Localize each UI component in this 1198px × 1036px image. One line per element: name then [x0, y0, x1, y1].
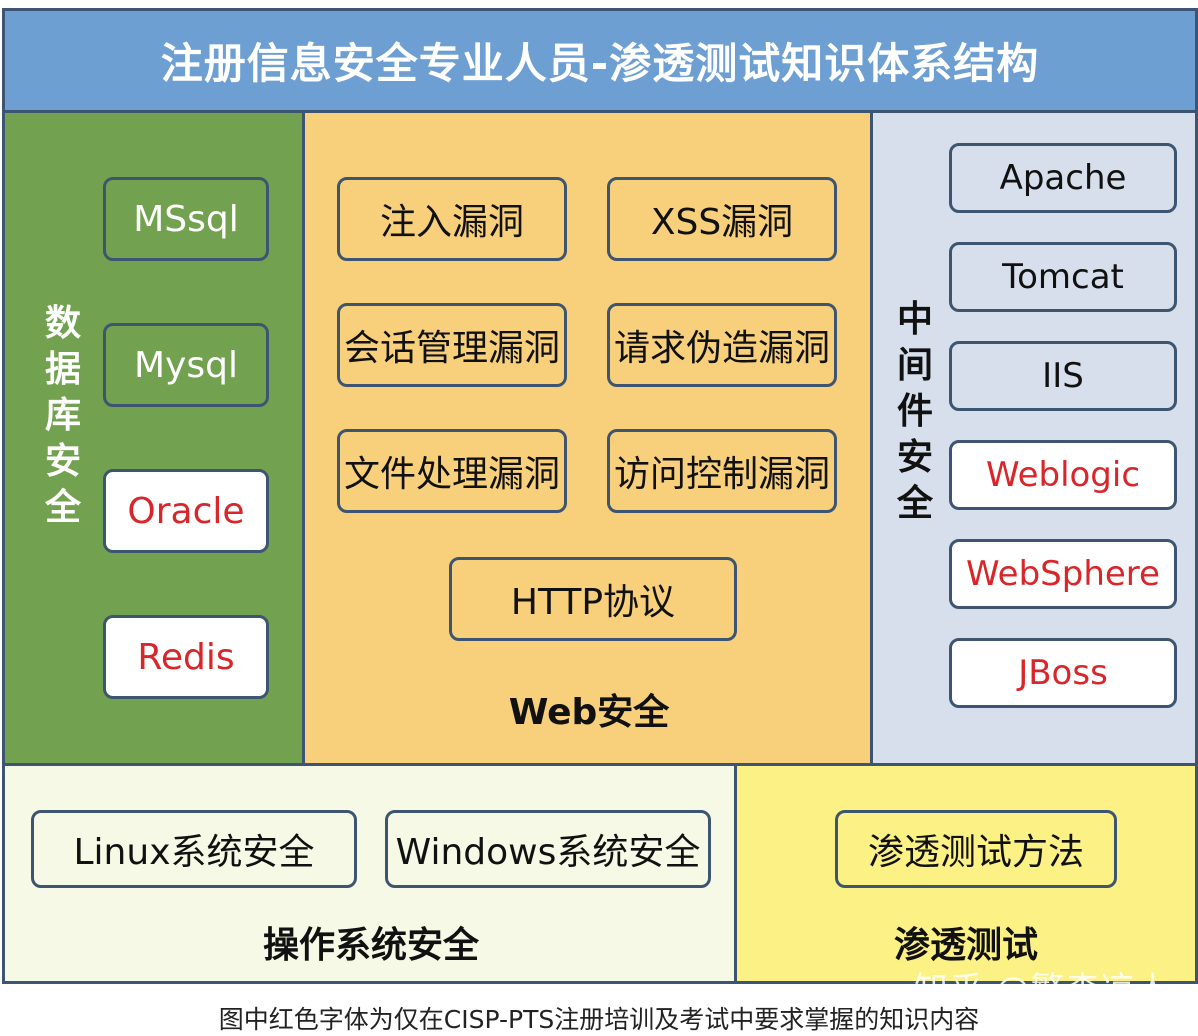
web-security-label: Web安全: [508, 692, 670, 733]
title-bar: 注册信息安全专业人员-渗透测试知识体系结构: [5, 11, 1195, 113]
middleware-item-iis: IIS: [949, 341, 1177, 411]
web-item-file: 文件处理漏洞: [337, 429, 567, 513]
middleware-item-websphere: WebSphere: [949, 539, 1177, 609]
database-security-panel: 数据库安全 MSsql Mysql Oracle Redis: [5, 113, 305, 763]
web-item-access-control: 访问控制漏洞: [607, 429, 837, 513]
web-item-http: HTTP协议: [449, 557, 737, 641]
pentest-item-method: 渗透测试方法: [835, 810, 1117, 888]
middleware-item-jboss: JBoss: [949, 638, 1177, 708]
web-item-session: 会话管理漏洞: [337, 303, 567, 387]
os-security-panel: Linux系统安全 Windows系统安全 操作系统安全: [5, 763, 737, 981]
os-item-linux: Linux系统安全: [31, 810, 357, 888]
database-security-label: 数据库安全: [44, 303, 81, 528]
web-item-xss: XSS漏洞: [607, 177, 837, 261]
database-item-redis: Redis: [103, 615, 269, 699]
middleware-security-label: 中间件安全: [896, 299, 933, 524]
database-item-oracle: Oracle: [103, 469, 269, 553]
pentest-label: 渗透测试: [893, 925, 1038, 966]
pentest-panel: 渗透测试方法 渗透测试: [737, 763, 1195, 981]
middleware-item-tomcat: Tomcat: [949, 242, 1177, 312]
watermark: 知乎 @繁森凉人: [914, 970, 1171, 1010]
web-item-injection: 注入漏洞: [337, 177, 567, 261]
os-security-label: 操作系统安全: [262, 925, 479, 966]
database-item-mysql: Mysql: [103, 323, 269, 407]
knowledge-structure-diagram: 注册信息安全专业人员-渗透测试知识体系结构 数据库安全 MSsql Mysql …: [2, 8, 1198, 984]
middleware-item-weblogic: Weblogic: [949, 440, 1177, 510]
caption: 图中红色字体为仅在CISP-PTS注册培训及考试中要求掌握的知识内容: [218, 1005, 980, 1034]
os-item-windows: Windows系统安全: [385, 810, 711, 888]
middleware-security-panel: 中间件安全 Apache Tomcat IIS Weblogic WebSphe…: [873, 113, 1195, 763]
web-security-panel: 注入漏洞 XSS漏洞 会话管理漏洞 请求伪造漏洞 文件处理漏洞 访问控制漏洞 H…: [305, 113, 873, 763]
web-item-csrf: 请求伪造漏洞: [607, 303, 837, 387]
middleware-item-apache: Apache: [949, 143, 1177, 213]
diagram-title: 注册信息安全专业人员-渗透测试知识体系结构: [160, 39, 1040, 88]
database-item-mssql: MSsql: [103, 177, 269, 261]
